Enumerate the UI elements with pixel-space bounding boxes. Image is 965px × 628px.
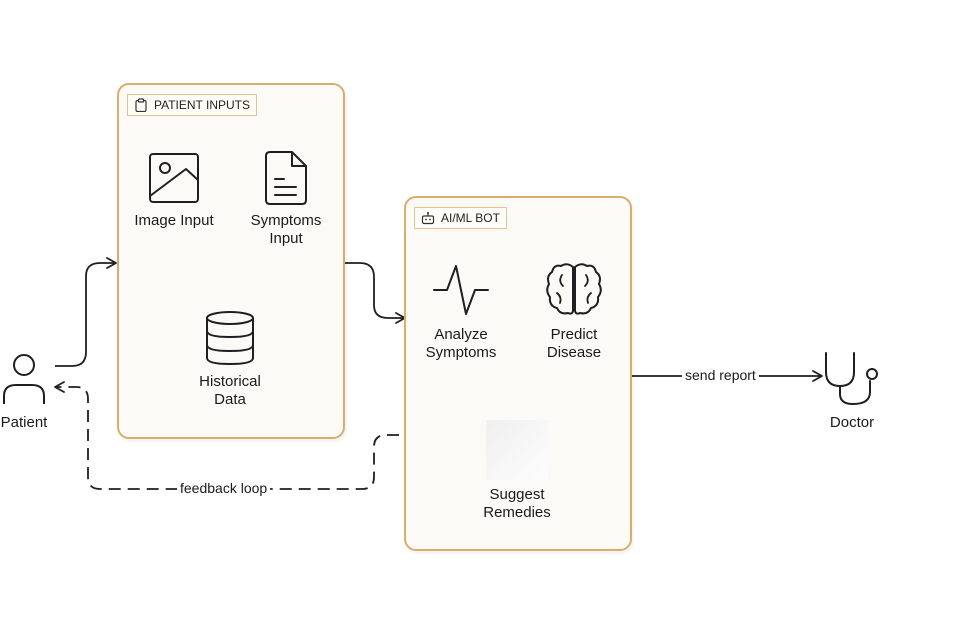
group-label-patient-inputs: PATIENT INPUTS — [127, 94, 258, 116]
label-image-input: Image Input — [134, 212, 214, 229]
label-analyze-symptoms: Analyze Symptoms — [425, 326, 497, 361]
label-suggest-remedies: Suggest Remedies — [483, 486, 551, 521]
group-title-ai-ml-bot: AI/ML BOT — [441, 211, 500, 225]
label-predict-disease: Predict Disease — [546, 326, 602, 361]
document-icon — [265, 151, 307, 205]
group-ai-ml-bot[interactable]: AI/ML BOT — [404, 196, 632, 551]
brain-icon — [546, 263, 602, 315]
clipboard-icon — [135, 98, 147, 112]
image-icon — [149, 153, 199, 203]
label-symptoms-input: Symptoms Input — [250, 212, 322, 247]
edge-label-feedback-loop: feedback loop — [177, 480, 271, 496]
label-historical-data: Historical Data — [199, 373, 261, 408]
edge-inputs-to-bot — [343, 262, 406, 324]
stethoscope-icon — [825, 352, 878, 406]
label-patient: Patient — [0, 414, 48, 431]
label-doctor: Doctor — [829, 414, 875, 431]
database-icon — [206, 311, 254, 366]
group-patient-inputs[interactable]: PATIENT INPUTS — [117, 83, 345, 439]
group-label-ai-ml-bot: AI/ML BOT — [414, 207, 507, 229]
user-icon — [3, 354, 45, 404]
edge-patient-to-inputs — [55, 257, 117, 367]
robot-icon — [421, 212, 435, 225]
edge-label-send-report: send report — [682, 367, 759, 383]
pulse-icon — [433, 265, 489, 315]
group-title-patient-inputs: PATIENT INPUTS — [154, 98, 251, 112]
blank-image-placeholder — [486, 420, 548, 480]
